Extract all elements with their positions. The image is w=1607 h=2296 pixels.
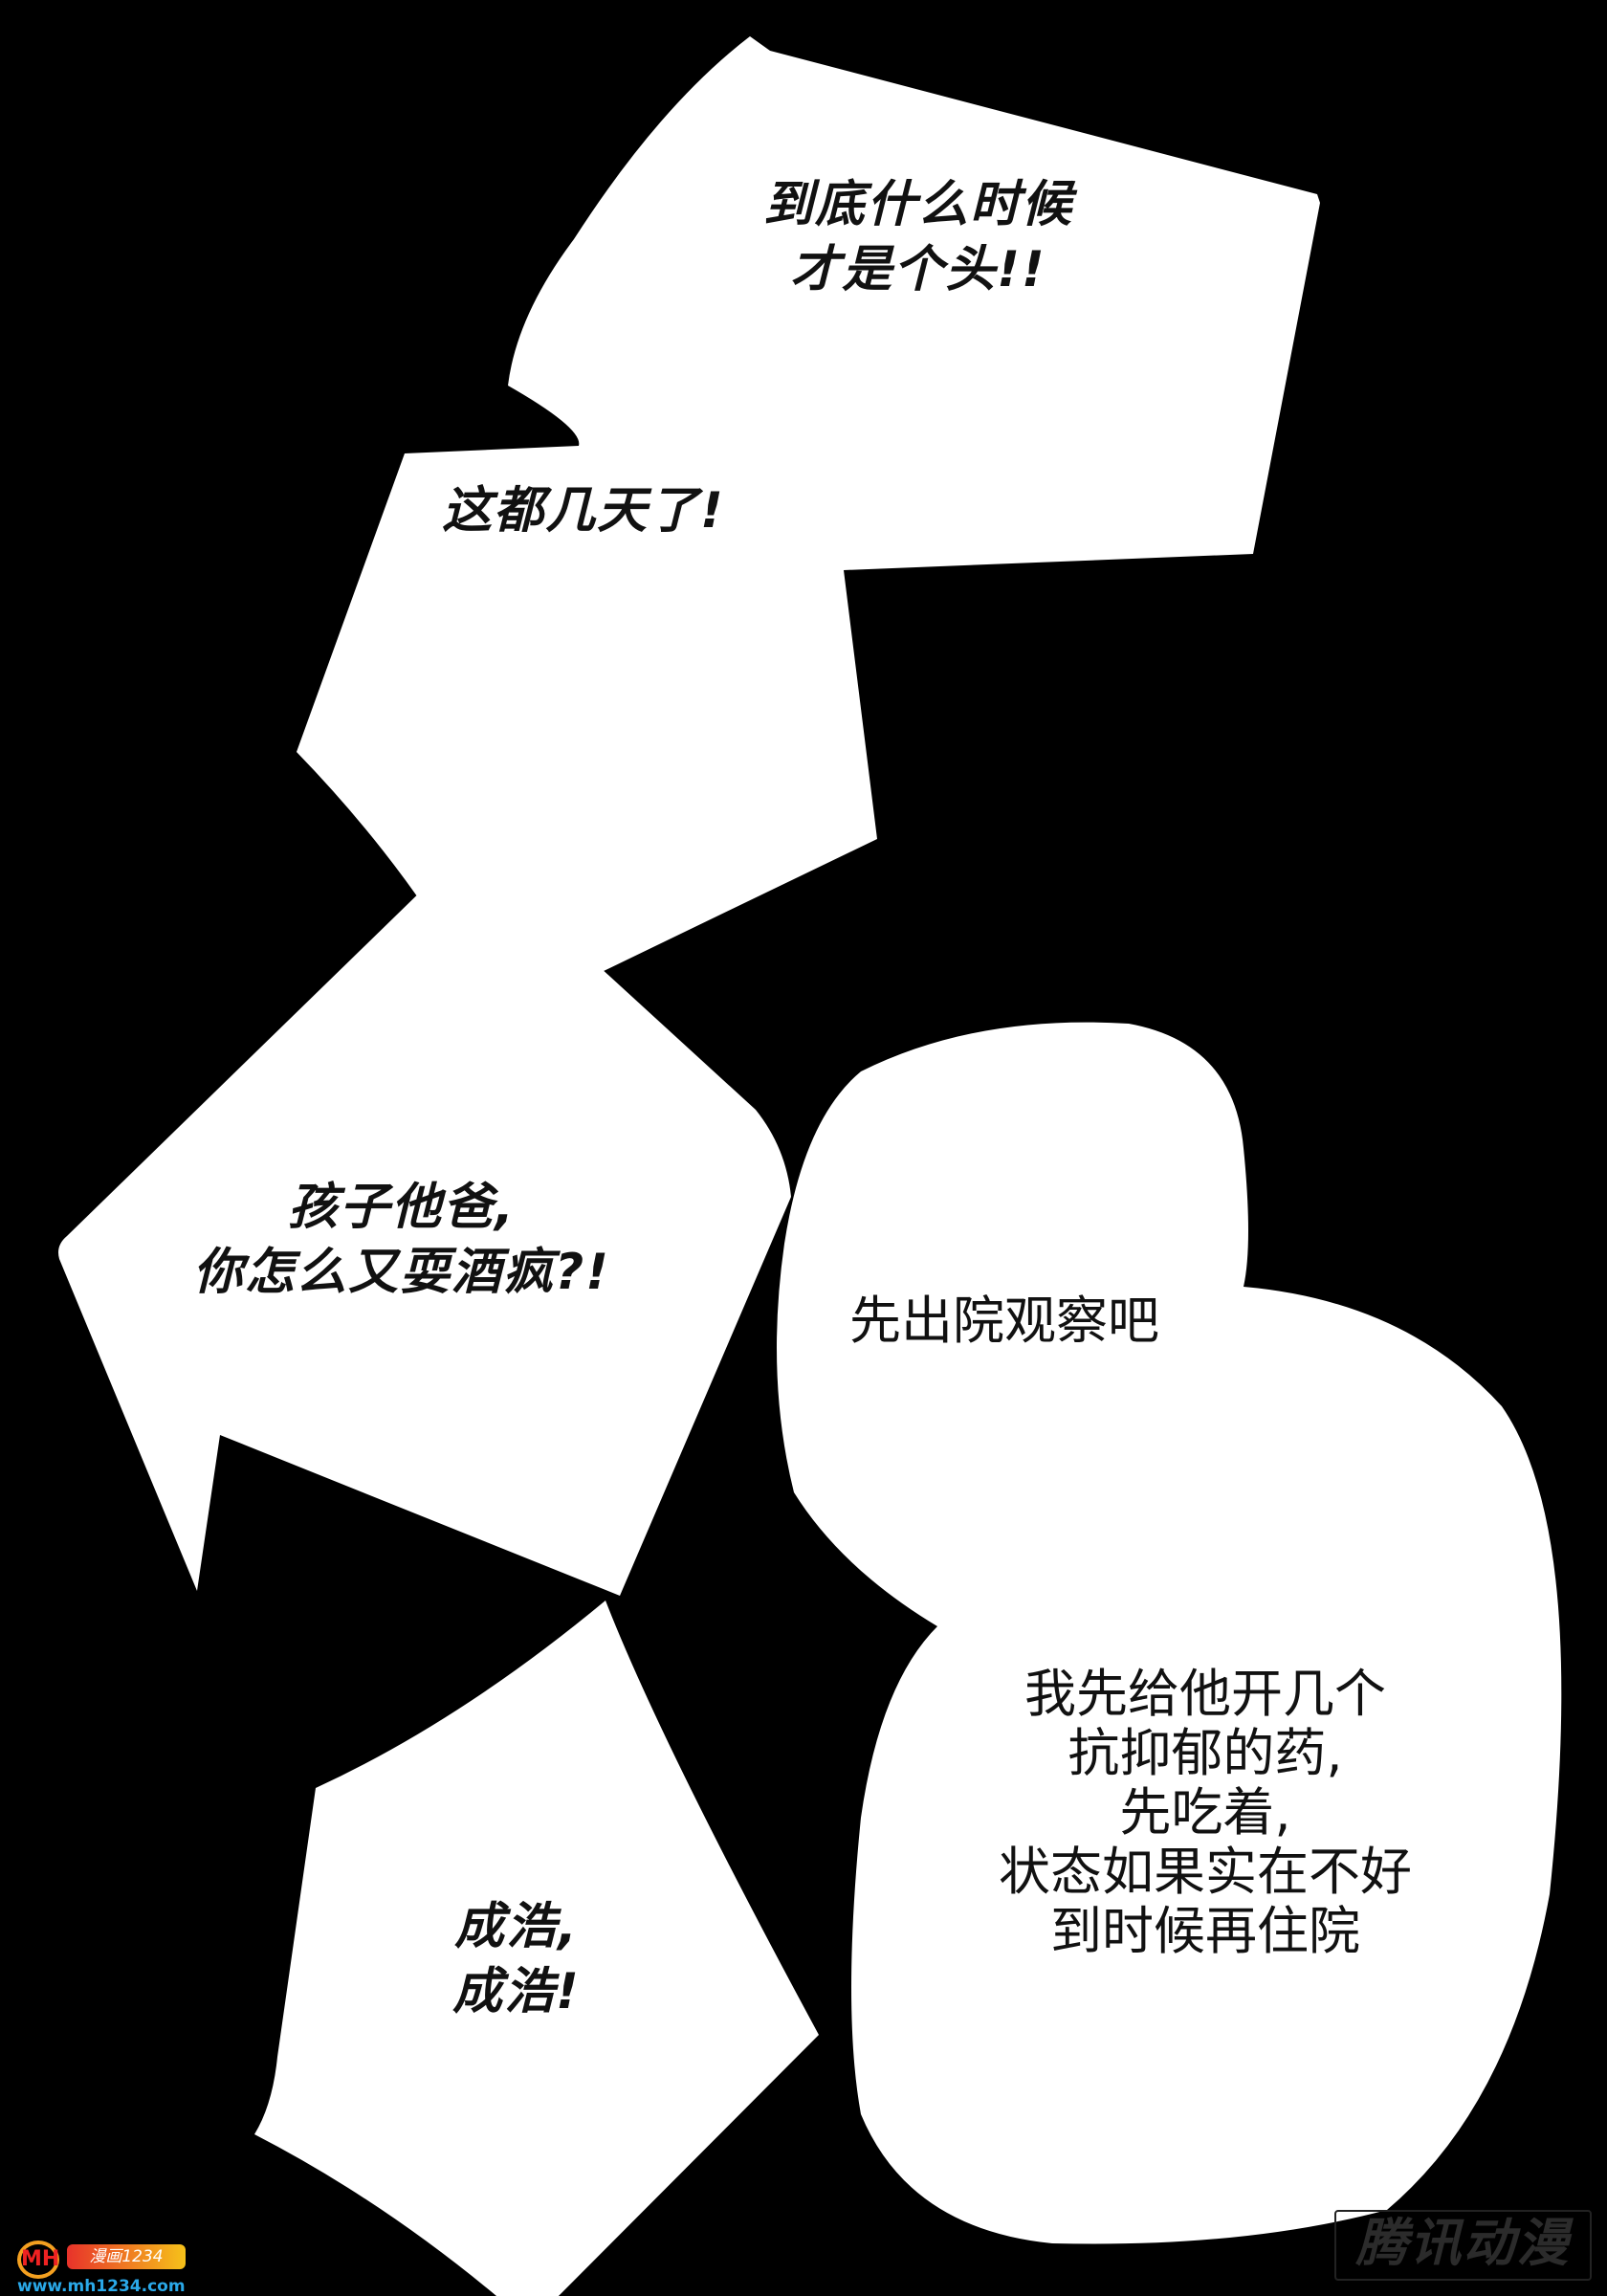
- logo-badge: 漫画1234: [67, 2244, 186, 2269]
- speech-bubble-bottom-left: [254, 1601, 819, 2296]
- bubble-text-doctor-top: 先出院观察吧: [849, 1291, 1159, 1351]
- speech-bubble-top: [297, 36, 1320, 1024]
- bubble-text-bottom-left: 成浩, 成浩!: [452, 1898, 581, 2020]
- speech-bubble-middle-left: [58, 842, 791, 1596]
- mh-logo-icon: MH: [17, 2241, 59, 2279]
- speech-bubble-doctor: [777, 1022, 1562, 2244]
- tencent-comic-watermark: 腾讯动漫: [1334, 2210, 1592, 2281]
- bubble-text-top: 到底什么时候 才是个头!!: [762, 176, 1073, 298]
- bubble-text-top-left: 这都几天了!: [442, 482, 725, 540]
- logo-url: www.mh1234.com: [17, 2277, 186, 2296]
- bubble-text-doctor-bottom: 我先给他开几个 抗抑郁的药, 先吃着, 状态如果实在不好 到时候再住院: [999, 1664, 1412, 1961]
- site-watermark-mh1234: MH 漫画1234 www.mh1234.com: [17, 2239, 199, 2296]
- bubble-text-middle-left: 孩子他爸, 你怎么又耍酒疯?!: [193, 1179, 610, 1301]
